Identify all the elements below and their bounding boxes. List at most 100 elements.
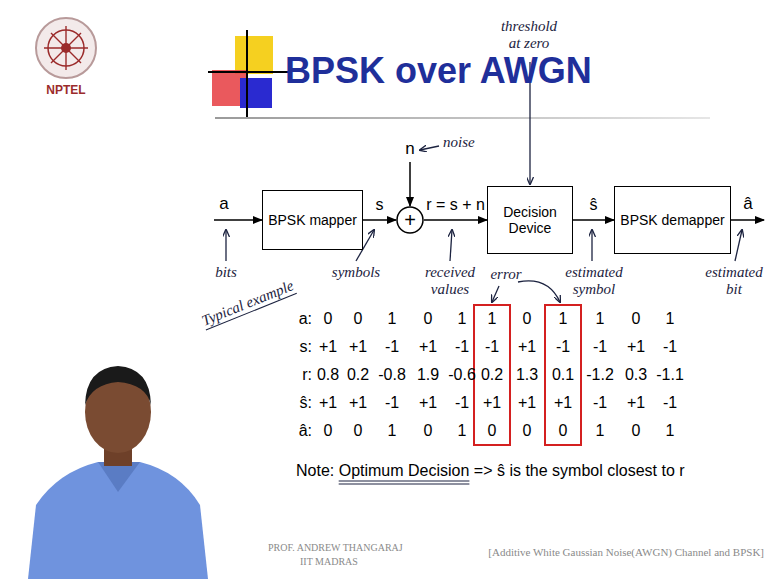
footer-text: IIT MADRAS — [300, 556, 358, 568]
table-cell: 0 — [424, 310, 433, 328]
table-cell: 1 — [559, 310, 568, 328]
table-cell: -1 — [485, 338, 499, 356]
table-cell: 0 — [559, 422, 568, 440]
signal-name: s — [376, 196, 384, 214]
table-cell: 0 — [632, 310, 641, 328]
table-cell: +1 — [319, 338, 337, 356]
table-cell: 1 — [666, 422, 675, 440]
leader-arrow — [450, 230, 452, 261]
node-label: BPSK demapper — [620, 212, 724, 228]
yellow-square — [235, 36, 273, 74]
nptel-logo — [36, 18, 96, 78]
logo-hub — [61, 43, 71, 53]
ornament-line — [246, 30, 248, 118]
table-cell: +1 — [419, 338, 437, 356]
signal-name: â — [743, 194, 752, 214]
table-cell: 0 — [354, 422, 363, 440]
signal-arrow — [573, 219, 614, 221]
logo-text: NPTEL — [46, 84, 85, 98]
table-cell: 1 — [666, 310, 675, 328]
footer-text: [Additive White Gaussian Noise(AWGN) Cha… — [488, 546, 764, 559]
noise-arrow — [409, 162, 411, 206]
table-cell: -1 — [593, 394, 607, 412]
signal-name: n — [405, 139, 414, 159]
table-cell: +1 — [419, 394, 437, 412]
table-cell: -1 — [663, 338, 677, 356]
logo-disc — [36, 18, 96, 78]
handwritten-note: error — [490, 266, 521, 283]
signal-name: a — [219, 194, 228, 214]
table-cell: 0 — [324, 310, 333, 328]
slide-title: BPSK over AWGN — [285, 50, 592, 91]
blue-square — [240, 78, 272, 108]
leader-arrow — [518, 281, 560, 302]
leader-arrow — [591, 230, 592, 261]
table-cell: 0.2 — [481, 366, 503, 384]
table-cell: +1 — [627, 394, 645, 412]
row-label: â: — [299, 422, 312, 440]
table-cell: +1 — [518, 338, 536, 356]
row-label: r: — [302, 366, 312, 384]
table-cell: 0 — [488, 422, 497, 440]
table-cell: 0.1 — [552, 366, 574, 384]
handwritten-note: bits — [215, 264, 237, 281]
signal-name: r = s + n — [426, 196, 485, 214]
table-cell: 0 — [424, 422, 433, 440]
table-cell: 0 — [354, 310, 363, 328]
table-cell: +1 — [518, 394, 536, 412]
title-ornament — [208, 30, 710, 119]
table-cell: -1 — [385, 338, 399, 356]
table-cell: -1 — [455, 394, 469, 412]
logo-spokes — [44, 26, 88, 70]
ornament-line — [208, 71, 292, 73]
leader-arrow — [735, 230, 742, 261]
node-label: BPSK mapper — [268, 212, 357, 228]
process-box: BPSK mapper — [262, 190, 363, 250]
table-cell: 1 — [458, 422, 467, 440]
table-cell: 1 — [596, 422, 605, 440]
table-cell: 0.8 — [317, 366, 339, 384]
table-cell: -1.1 — [656, 366, 684, 384]
table-cell: -1 — [385, 394, 399, 412]
table-cell: +1 — [554, 394, 572, 412]
leader-arrow — [420, 146, 439, 150]
note-text: Note: Optimum Decision => ŝ is the symbo… — [296, 462, 685, 480]
row-label: ŝ: — [300, 394, 312, 412]
error-highlight — [474, 305, 581, 445]
output-arrow — [731, 219, 764, 221]
error-box — [474, 305, 510, 445]
row-label: a: — [299, 310, 312, 328]
table-cell: 1 — [458, 310, 467, 328]
adder-circle: + — [396, 206, 424, 234]
process-box: Decision Device — [487, 186, 573, 254]
process-box: BPSK demapper — [614, 186, 731, 254]
annotation-arrows — [226, 146, 742, 302]
signal-arrow — [424, 219, 487, 221]
handwritten-note: estimated bit — [702, 264, 766, 299]
table-cell: 1 — [388, 422, 397, 440]
title-rule — [215, 117, 710, 119]
table-cell: -0.8 — [378, 366, 406, 384]
table-cell: 1.3 — [516, 366, 538, 384]
table-cell: -1 — [593, 338, 607, 356]
table-cell: 1 — [488, 310, 497, 328]
table-cell: +1 — [349, 338, 367, 356]
input-arrow — [214, 219, 262, 221]
table-cell: -1 — [663, 394, 677, 412]
handwritten-note: Typical example — [199, 277, 296, 330]
table-cell: 0 — [523, 422, 532, 440]
table-cell: 0.3 — [625, 366, 647, 384]
presenter-shirt — [28, 462, 208, 579]
table-cell: 0 — [324, 422, 333, 440]
table-cell: +1 — [319, 394, 337, 412]
table-cell: +1 — [349, 394, 367, 412]
signal-name: ŝ — [590, 196, 598, 214]
handwritten-note: symbols — [332, 264, 380, 281]
leader-arrow — [492, 286, 499, 302]
node-label: + — [404, 209, 416, 232]
table-cell: 0.2 — [347, 366, 369, 384]
node-label: Decision Device — [492, 204, 568, 236]
table-cell: -1.2 — [586, 366, 614, 384]
table-cell: +1 — [483, 394, 501, 412]
table-cell: 1 — [596, 310, 605, 328]
